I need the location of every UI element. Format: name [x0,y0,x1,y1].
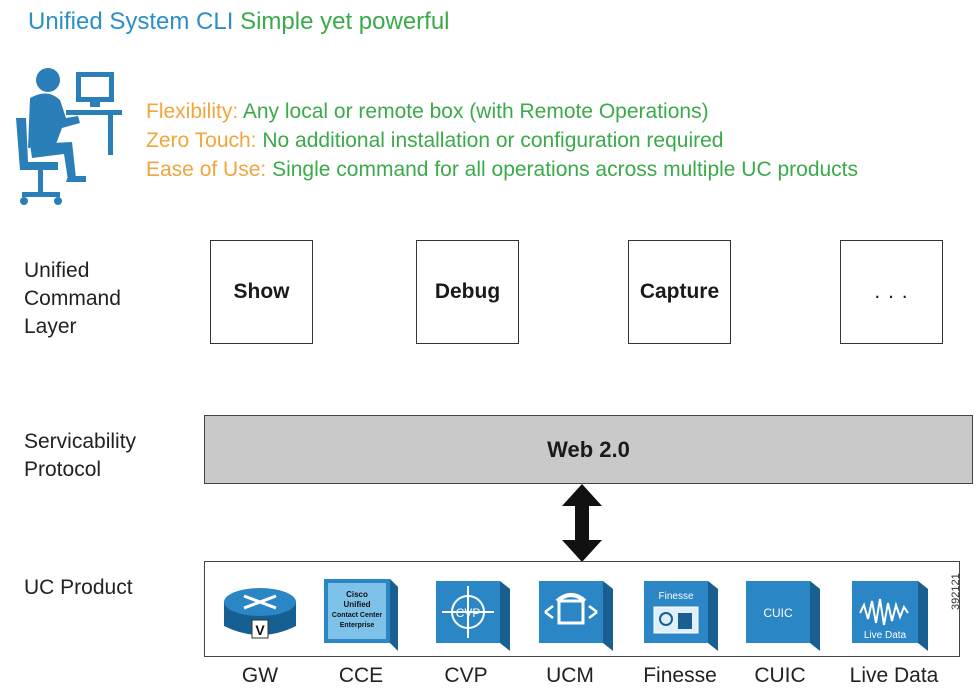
command-capture-box: Capture [628,240,731,344]
label-line: Servicability [24,430,137,453]
double-arrow-icon [562,484,602,562]
finesse-text: Finesse [658,591,693,602]
feature-label: Zero Touch: [146,129,257,152]
label-line: Command [24,287,121,310]
product-label-gw: GW [241,664,279,687]
cce-text-4: Enterprise [340,622,375,629]
cce-text-3: Contact Center [332,612,382,619]
live-data-text: Live Data [864,630,907,641]
product-label-live-data: Live Data [849,664,939,687]
user-at-computer-icon [16,68,122,205]
cvp-text: CVP [456,606,481,620]
feature-label: Flexibility: [146,100,239,123]
title-tagline: Simple yet powerful [240,8,450,35]
command-debug-box: Debug [416,240,519,344]
product-layer-label: UC Product [24,576,133,599]
feature-flexibility: Flexibility: Any local or remote box (wi… [146,97,858,126]
feature-label: Ease of Use: [146,158,267,181]
feature-text: Single command for all operations across… [272,158,859,181]
label-line: Protocol [24,458,102,481]
product-label-cuic: CUIC [754,664,806,687]
product-label-cce: CCE [338,664,384,687]
command-layer-label: Unified Command Layer [24,257,121,341]
svg-text:V: V [255,622,265,638]
feature-text: No additional installation or configurat… [262,129,724,152]
title-main: Unified System CLI [28,8,234,35]
label-line: Unified [24,259,90,282]
cuic-icon: CUIC [746,581,820,651]
live-data-icon: Live Data [852,581,928,651]
command-show-box: Show [210,240,313,344]
cce-icon: Cisco Unified Contact Center Enterprise [324,579,398,651]
cce-text-2: Unified [343,600,370,609]
feature-text: Any local or remote box (with Remote Ope… [242,100,709,123]
product-label-ucm: UCM [546,664,594,687]
protocol-bar: Web 2.0 [204,415,973,484]
cce-text-1: Cisco [346,590,368,599]
feature-ease-of-use: Ease of Use: Single command for all oper… [146,155,858,184]
feature-list: Flexibility: Any local or remote box (wi… [146,97,858,184]
finesse-icon: Finesse [644,581,718,651]
command-more-box: . . . [840,240,943,344]
cuic-text: CUIC [763,606,793,620]
product-label-cvp: CVP [444,664,488,687]
figure-id: 392121 [950,573,962,610]
protocol-layer-label: Servicability Protocol [24,428,136,484]
feature-zero-touch: Zero Touch: No additional installation o… [146,126,858,155]
product-label-finesse: Finesse [643,664,717,687]
cvp-icon: CVP [436,581,510,651]
ucm-icon [539,581,613,651]
label-line: Layer [24,315,77,338]
diagram-title: Unified System CLI Simple yet powerful [28,8,450,36]
router-icon: V [224,588,296,639]
